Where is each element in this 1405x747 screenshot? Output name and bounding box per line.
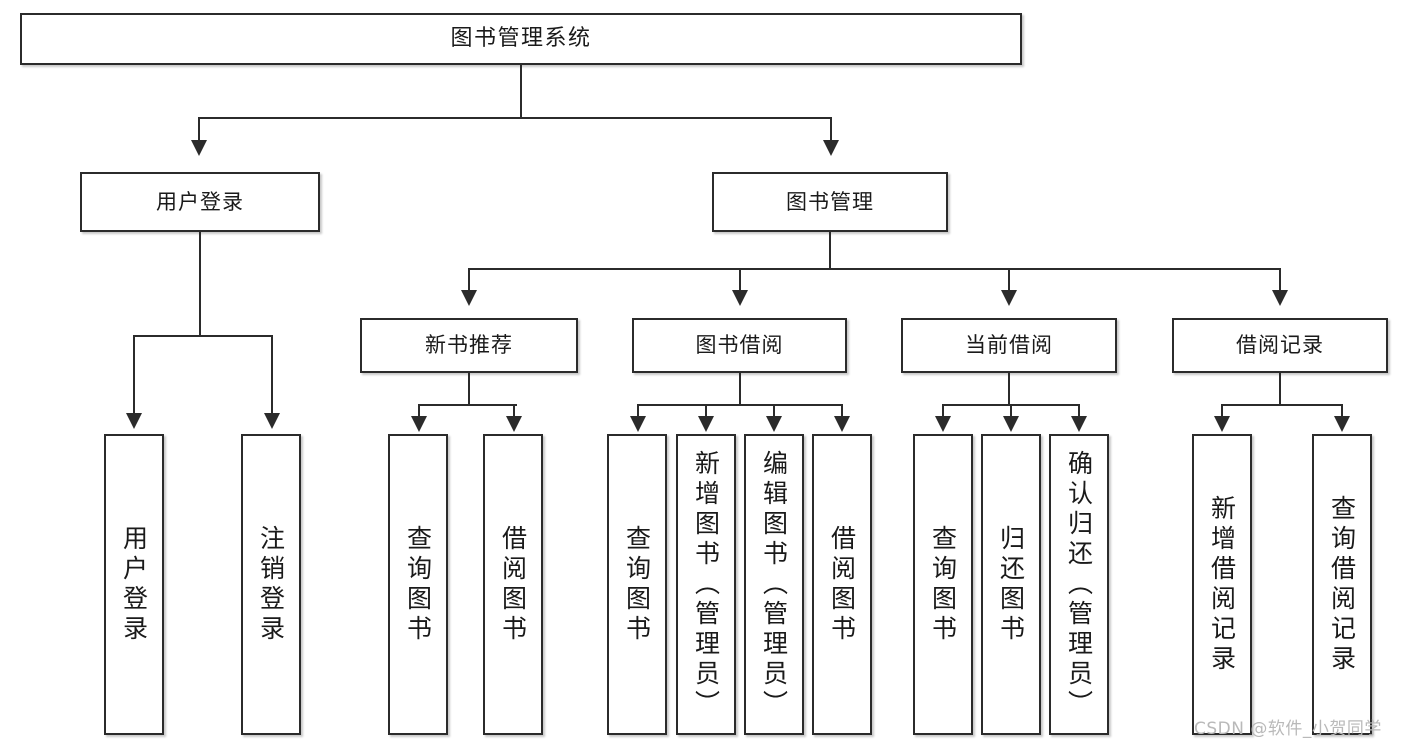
connector-user-login-branch-2 (271, 335, 273, 415)
arrow-to-borrow-record (1272, 290, 1288, 306)
connector-root-stem (520, 65, 522, 117)
connector-book-borrow-bus (637, 404, 843, 406)
connector-new-book-branch-2 (513, 404, 515, 418)
arrow-to-leaf-add-book (698, 416, 714, 432)
connector-book-manage-branch-3 (1008, 268, 1010, 292)
leaf-query-book-current[interactable]: 查询图书 (913, 434, 973, 735)
connector-borrow-record-bus (1221, 404, 1342, 406)
connector-borrow-record-branch-1 (1221, 404, 1223, 418)
arrow-to-leaf-logout (264, 413, 280, 429)
node-label: 借阅图书 (827, 524, 857, 645)
node-user-login[interactable]: 用户登录 (80, 172, 320, 232)
node-label: 图书借阅 (695, 333, 784, 358)
node-label: 当前借阅 (965, 333, 1053, 358)
node-label: 查询图书 (928, 524, 958, 645)
arrow-to-leaf-edit-book (766, 416, 782, 432)
connector-new-book-branch-1 (418, 404, 420, 418)
leaf-add-borrow-record[interactable]: 新增借阅记录 (1192, 434, 1252, 735)
arrow-to-leaf-query-book-c (935, 416, 951, 432)
arrow-to-book-borrow (732, 290, 748, 306)
connector-book-borrow-branch-1 (637, 404, 639, 418)
node-label: 新书推荐 (425, 333, 513, 358)
arrow-to-current-borrow (1001, 290, 1017, 306)
connector-book-manage-branch-1 (468, 268, 470, 292)
connector-current-borrow-branch-2 (1010, 404, 1012, 418)
connector-book-manage-stem (829, 232, 831, 269)
leaf-edit-book-admin[interactable]: 编辑图书（管理员） (744, 434, 804, 735)
connector-new-book-bus (418, 404, 517, 406)
leaf-confirm-return-admin[interactable]: 确认归还（管理员） (1049, 434, 1109, 735)
node-label: 归还图书 (996, 524, 1026, 645)
arrow-to-leaf-query-book-b (630, 416, 646, 432)
connector-user-login-bus (133, 335, 273, 337)
connector-current-borrow-branch-1 (942, 404, 944, 418)
arrow-to-leaf-query-book-a (411, 416, 427, 432)
arrow-to-leaf-query-record (1334, 416, 1350, 432)
connector-book-borrow-branch-3 (773, 404, 775, 418)
node-label: 新增借阅记录 (1207, 494, 1237, 675)
leaf-borrow-book-recommend[interactable]: 借阅图书 (483, 434, 543, 735)
connector-book-borrow-branch-2 (705, 404, 707, 418)
node-label: 用户登录 (119, 524, 149, 645)
node-label: 查询借阅记录 (1327, 494, 1357, 675)
connector-current-borrow-stem (1008, 373, 1010, 405)
arrow-root-to-user-login (191, 140, 207, 156)
connector-root-to-book-manage (830, 117, 832, 142)
leaf-logout[interactable]: 注销登录 (241, 434, 301, 735)
node-label: 用户登录 (156, 189, 244, 214)
connector-book-borrow-branch-4 (841, 404, 843, 418)
leaf-query-book-borrow[interactable]: 查询图书 (607, 434, 667, 735)
node-label: 查询图书 (622, 524, 652, 645)
leaf-query-book-recommend[interactable]: 查询图书 (388, 434, 448, 735)
arrow-root-to-book-manage (823, 140, 839, 156)
node-book-management[interactable]: 图书管理 (712, 172, 948, 232)
connector-new-book-stem (468, 373, 470, 405)
connector-root-to-user-login (198, 117, 200, 142)
node-label: 查询图书 (403, 524, 433, 645)
arrow-to-leaf-add-record (1214, 416, 1230, 432)
node-label: 编辑图书（管理员） (759, 449, 789, 720)
arrow-to-leaf-borrow-book-a (506, 416, 522, 432)
connector-borrow-record-stem (1279, 373, 1281, 405)
leaf-user-login[interactable]: 用户登录 (104, 434, 164, 735)
connector-user-login-branch-1 (133, 335, 135, 415)
connector-book-borrow-stem (739, 373, 741, 405)
node-label: 确认归还（管理员） (1064, 449, 1094, 720)
node-label: 注销登录 (256, 524, 286, 645)
connector-root-bus (198, 117, 832, 119)
node-label: 图书管理 (786, 189, 874, 214)
watermark-text: CSDN @软件_小贺同学 (1194, 719, 1382, 739)
connector-book-manage-bus (468, 268, 1280, 270)
connector-book-manage-branch-2 (739, 268, 741, 292)
node-label: 新增图书（管理员） (691, 449, 721, 720)
node-new-book-recommend[interactable]: 新书推荐 (360, 318, 578, 373)
arrow-to-leaf-user-login (126, 413, 142, 429)
node-label: 借阅记录 (1236, 333, 1324, 358)
arrow-to-new-book-recommend (461, 290, 477, 306)
leaf-add-book-admin[interactable]: 新增图书（管理员） (676, 434, 736, 735)
leaf-borrow-book[interactable]: 借阅图书 (812, 434, 872, 735)
node-label: 借阅图书 (498, 524, 528, 645)
leaf-query-borrow-record[interactable]: 查询借阅记录 (1312, 434, 1372, 735)
arrow-to-leaf-borrow-book-b (834, 416, 850, 432)
node-book-borrow[interactable]: 图书借阅 (632, 318, 847, 373)
node-current-borrow[interactable]: 当前借阅 (901, 318, 1117, 373)
connector-book-manage-branch-4 (1279, 268, 1281, 292)
leaf-return-book[interactable]: 归还图书 (981, 434, 1041, 735)
node-label: 图书管理系统 (450, 26, 592, 52)
node-book-management-system[interactable]: 图书管理系统 (20, 13, 1022, 65)
connector-borrow-record-branch-2 (1341, 404, 1343, 418)
connector-user-login-stem (199, 232, 201, 336)
arrow-to-leaf-confirm-return (1071, 416, 1087, 432)
connector-current-borrow-branch-3 (1078, 404, 1080, 418)
arrow-to-leaf-return-book (1003, 416, 1019, 432)
node-borrow-record[interactable]: 借阅记录 (1172, 318, 1388, 373)
